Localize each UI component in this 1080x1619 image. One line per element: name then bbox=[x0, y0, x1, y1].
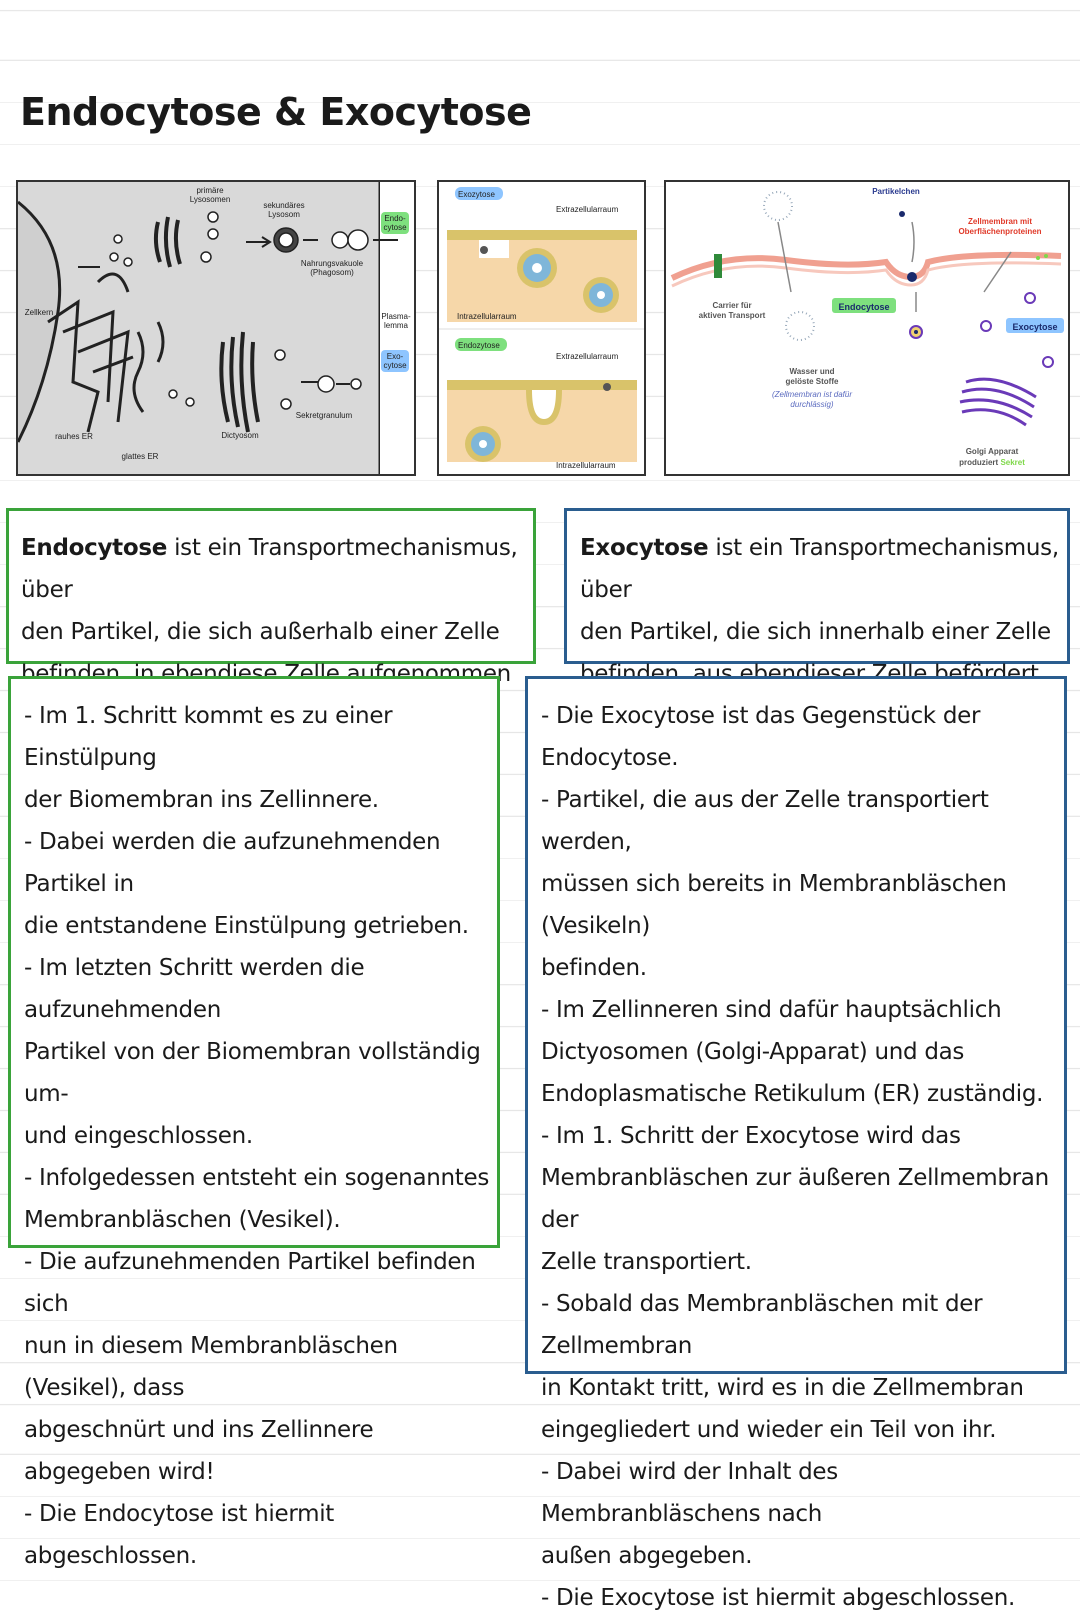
exo-step-line: Endoplasmatische Retikulum (ER) zuständi… bbox=[541, 1081, 1044, 1107]
endo-step-line: nun in diesem Membranbläschen (Vesikel),… bbox=[24, 1333, 398, 1401]
label-wasser-4: durchlässig) bbox=[790, 400, 833, 409]
label-plasma-1: Plasma- bbox=[381, 312, 411, 321]
exo-step-line: - Im Zellinneren sind dafür hauptsächlic… bbox=[541, 997, 1002, 1023]
endo-step-line: Partikel von der Biomembran vollständig … bbox=[24, 1039, 481, 1107]
label-carrier-2: aktiven Transport bbox=[699, 311, 766, 320]
label-intrazellular-1: Intrazellularraum bbox=[457, 312, 517, 321]
page-title: Endocytose & Exocytose bbox=[20, 90, 532, 134]
label-wasser-2: gelöste Stoffe bbox=[786, 377, 839, 386]
exo-step-line: Membranbläschen zur äußeren Zellmembran … bbox=[541, 1165, 1049, 1233]
endo-def-rest: ist ein Transportmechanismus, über bbox=[21, 535, 518, 603]
label-nahrungsvakuole: Nahrungsvakuole bbox=[301, 259, 364, 268]
badge-endozytose: Endozytose bbox=[458, 341, 500, 350]
endocytose-steps-box: - Im 1. Schritt kommt es zu einer Einstü… bbox=[8, 676, 500, 1569]
label-exo-1: Exo- bbox=[387, 352, 404, 361]
label-zellmembran-2: Oberflächenproteinen bbox=[958, 227, 1041, 236]
exo-step-line: - Die Exocytose ist das Gegenstück der E… bbox=[541, 703, 981, 771]
exo-step-line: - Sobald das Membranbläschen mit der Zel… bbox=[541, 1291, 983, 1359]
label-phagosom: (Phagosom) bbox=[310, 268, 354, 277]
endo-term: Endocytose bbox=[21, 535, 168, 561]
cell-organelle-diagram: primäre Lysosomen sekundäres Lysosom End… bbox=[16, 180, 416, 476]
exo-step-line: außen abgegeben. bbox=[541, 1543, 753, 1569]
label-lysosom: Lysosom bbox=[268, 210, 300, 219]
membrane-vesicle-diagram: Exozytose Extrazellularraum Intrazellula… bbox=[437, 180, 646, 476]
exo-step-line: - Dabei wird der Inhalt des Membranbläsc… bbox=[541, 1459, 838, 1527]
transport-overview-diagram: Partikelchen Zellmembran mit Oberflächen… bbox=[664, 180, 1070, 476]
endo-step-line: - Die Endocytose ist hiermit abgeschloss… bbox=[24, 1501, 335, 1569]
exo-term: Exocytose bbox=[580, 535, 709, 561]
endo-step-line: Membranbläschen (Vesikel). bbox=[24, 1207, 341, 1233]
exo-step-line: müssen sich bereits in Membranbläschen (… bbox=[541, 871, 1007, 939]
label-lysosomen: Lysosomen bbox=[190, 195, 231, 204]
label-sekundaeres: sekundäres bbox=[263, 201, 304, 210]
exo-step-line: - Partikel, die aus der Zelle transporti… bbox=[541, 787, 989, 855]
exo-def-line-1: Exocytose ist ein Transportmechanismus, … bbox=[580, 527, 1067, 611]
exo-step-line: eingegliedert und wieder ein Teil von ih… bbox=[541, 1417, 997, 1443]
label-sekretgranulum: Sekretgranulum bbox=[296, 411, 353, 420]
label-extrazellular-2: Extrazellularraum bbox=[556, 352, 619, 361]
label-primaere: primäre bbox=[196, 186, 224, 195]
endo-def-line-2: den Partikel, die sich außerhalb einer Z… bbox=[21, 619, 500, 645]
endo-def-line-1: Endocytose ist ein Transportmechanismus,… bbox=[21, 527, 533, 611]
exo-step-line: - Im 1. Schritt der Exocytose wird das bbox=[541, 1123, 961, 1149]
exo-def-line-2: den Partikel, die sich innerhalb einer Z… bbox=[580, 619, 1051, 645]
label-carrier-1: Carrier für bbox=[712, 301, 751, 310]
exo-def-rest: ist ein Transportmechanismus, über bbox=[580, 535, 1059, 603]
label-golgi-1: Golgi Apparat bbox=[966, 447, 1019, 456]
exo-step-line: - Die Exocytose ist hiermit abgeschlosse… bbox=[541, 1585, 1015, 1611]
label-golgi-2: produziert Sekret bbox=[959, 458, 1025, 467]
exocytose-definition-box: Exocytose ist ein Transportmechanismus, … bbox=[564, 508, 1070, 729]
endo-step-line: - Im letzten Schritt werden die aufzuneh… bbox=[24, 955, 365, 1023]
label-golgi-produziert: produziert bbox=[959, 458, 998, 467]
label-endo-2: cytose bbox=[383, 223, 407, 232]
endo-step-line: und eingeschlossen. bbox=[24, 1123, 253, 1149]
badge-exozytose: Exozytose bbox=[458, 190, 495, 199]
badge-exocytose: Exocytose bbox=[1012, 322, 1057, 332]
label-plasma-2: lemma bbox=[384, 321, 409, 330]
endo-step-line: - Infolgedessen entsteht ein sogenanntes bbox=[24, 1165, 490, 1191]
endo-step-line: abgeschnürt und ins Zellinnere abgegeben… bbox=[24, 1417, 374, 1485]
label-dictyosom: Dictyosom bbox=[221, 431, 259, 440]
exo-step-line: Zelle transportiert. bbox=[541, 1249, 752, 1275]
label-rauhes-er: rauhes ER bbox=[55, 432, 93, 441]
endocytose-definition-box: Endocytose ist ein Transportmechanismus,… bbox=[6, 508, 536, 729]
endo-step-line: - Die aufzunehmenden Partikel befinden s… bbox=[24, 1249, 476, 1317]
label-golgi-sekret: Sekret bbox=[1000, 458, 1025, 467]
endo-step-line: die entstandene Einstülpung getrieben. bbox=[24, 913, 469, 939]
endo-step-line: - Im 1. Schritt kommt es zu einer Einstü… bbox=[24, 703, 393, 771]
endo-step-line: - Dabei werden die aufzunehmenden Partik… bbox=[24, 829, 441, 897]
label-wasser-3: (Zellmembran ist dafür bbox=[772, 390, 852, 399]
endo-step-line: der Biomembran ins Zellinnere. bbox=[24, 787, 379, 813]
exo-step-line: Dictyosomen (Golgi-Apparat) und das bbox=[541, 1039, 965, 1065]
badge-endocytose: Endocytose bbox=[838, 302, 889, 312]
label-wasser-1: Wasser und bbox=[789, 367, 834, 376]
label-zellkern: Zellkern bbox=[25, 308, 53, 317]
label-endo-1: Endo- bbox=[384, 214, 406, 223]
exo-step-line: befinden. bbox=[541, 955, 647, 981]
label-extrazellular-1: Extrazellularraum bbox=[556, 205, 619, 214]
label-glattes-er: glattes ER bbox=[122, 452, 159, 461]
label-partikelchen: Partikelchen bbox=[872, 187, 920, 196]
exocytose-steps-box: - Die Exocytose ist das Gegenstück der E… bbox=[525, 676, 1067, 1611]
label-exo-2: cytose bbox=[383, 361, 407, 370]
label-zellmembran-1: Zellmembran mit bbox=[968, 217, 1032, 226]
label-intrazellular-2: Intrazellularraum bbox=[556, 461, 616, 470]
exo-step-line: in Kontakt tritt, wird es in die Zellmem… bbox=[541, 1375, 1024, 1401]
